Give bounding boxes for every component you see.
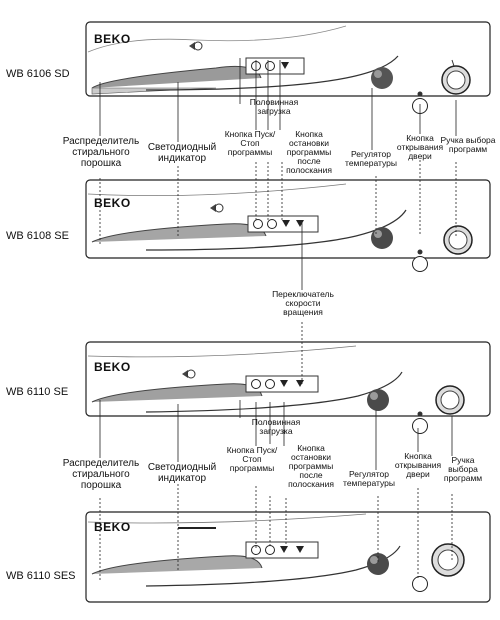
label-door-button: Кнопка открывания двери — [396, 133, 444, 161]
model-name: WB 6110 SE — [6, 386, 69, 398]
brand-logo: BEKO — [94, 360, 131, 374]
label-rinse-hold: Кнопка остановки программы после полоска… — [286, 129, 332, 175]
label-program-knob: Ручка выбора программ — [443, 455, 483, 483]
label-rinse-hold: Кнопка остановки программы после полоска… — [288, 443, 334, 489]
label-door-button: Кнопка открывания двери — [394, 451, 442, 479]
label-led-indicator: Светодиодный индикатор — [147, 142, 217, 164]
label-temperature: Регулятор температуры — [345, 149, 397, 168]
panel-drawing — [85, 179, 491, 272]
label-half-load: Половинная загрузка — [251, 417, 301, 436]
panel-drawing — [85, 21, 491, 114]
label-start-stop: Кнопка Пуск/Стоп программы — [226, 445, 278, 473]
label-dispenser: Распределитель стирального порошка — [62, 136, 140, 169]
label-temperature: Регулятор температуры — [343, 469, 395, 488]
control-panel-wb6110se: BEKO — [85, 338, 491, 434]
brand-logo: BEKO — [94, 520, 131, 534]
control-panel-wb6110ses: BEKO — [85, 508, 491, 603]
brand-logo: BEKO — [94, 32, 131, 46]
control-panel-wb6108se: BEKO — [85, 179, 491, 272]
model-name: WB 6106 SD — [6, 68, 70, 80]
panel-drawing — [85, 341, 491, 434]
panel-drawing — [85, 511, 491, 603]
model-name: WB 6108 SE — [6, 230, 69, 242]
label-half-load: Половинная загрузка — [249, 97, 299, 116]
label-dispenser: Распределитель стирального порошка — [62, 458, 140, 491]
label-program-knob: Ручка выбора программ — [440, 135, 496, 154]
brand-logo: BEKO — [94, 196, 131, 210]
model-name: WB 6110 SES — [6, 570, 76, 582]
label-spin-selector: Переключатель скорости вращения — [272, 289, 334, 317]
label-start-stop: Кнопка Пуск/Стоп программы — [224, 129, 276, 157]
control-panel-wb6106sd: BEKO — [85, 18, 491, 114]
label-led-indicator: Светодиодный индикатор — [147, 462, 217, 484]
